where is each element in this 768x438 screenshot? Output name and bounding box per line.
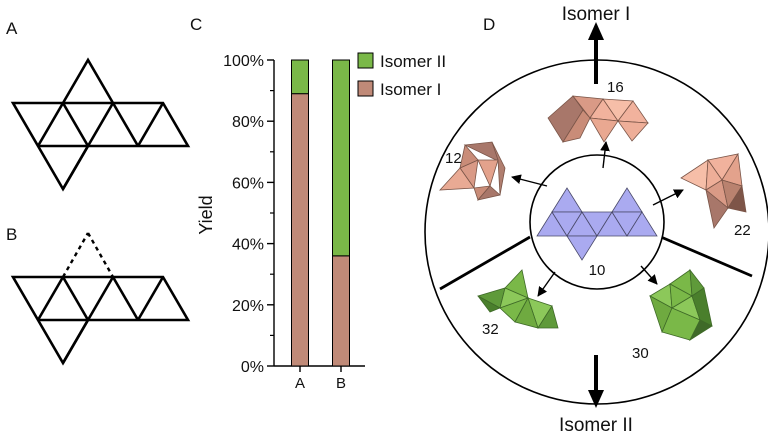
panel-a-net	[10, 57, 191, 192]
y-axis-label: Yield	[196, 195, 216, 234]
number-12: 12	[445, 150, 462, 167]
legend-swatch	[357, 52, 374, 69]
legend-swatch	[357, 80, 374, 97]
y-tick-label: 60%	[232, 175, 264, 192]
bar-isomer-i-a	[291, 93, 309, 367]
net-a-outline	[10, 57, 191, 192]
isomer-ii-title: Isomer II	[559, 415, 633, 436]
panel-b-label: B	[6, 225, 17, 244]
y-tick-label: 40%	[232, 237, 264, 254]
panel-b-net	[10, 275, 191, 366]
center-net	[536, 187, 658, 261]
legend-label: Isomer I	[380, 80, 441, 99]
number-16: 16	[607, 79, 624, 96]
arrow-to-22	[652, 189, 684, 206]
arrow-to-32	[537, 271, 556, 297]
structure-22	[680, 152, 747, 229]
panel-a-label: A	[6, 19, 18, 38]
x-tick-label: A	[295, 375, 305, 392]
bars	[291, 59, 350, 367]
divider-right	[653, 232, 753, 278]
number-32: 32	[482, 321, 499, 338]
arrow-to-16	[600, 141, 610, 169]
bar-isomer-ii-b	[332, 59, 350, 257]
panel-b-dashed-triangle	[61, 232, 115, 278]
y-tick-label: 0%	[241, 359, 264, 376]
structure-32	[476, 269, 559, 329]
divider-left	[439, 235, 531, 291]
bar-isomer-i-b	[332, 255, 350, 367]
isomer-diagram: 10 16	[424, 4, 768, 436]
chart-legend: Isomer II Isomer I	[357, 52, 446, 99]
arrow-isomer-ii-head	[588, 390, 604, 408]
bar-isomer-ii-a	[291, 59, 309, 95]
legend-label: Isomer II	[380, 52, 446, 71]
x-tick-label: B	[336, 375, 346, 392]
net-b-outline	[10, 275, 191, 366]
y-tick-label: 20%	[232, 298, 264, 315]
y-tick-label: 100%	[223, 53, 264, 70]
number-30: 30	[632, 345, 649, 362]
structure-12	[439, 141, 506, 201]
structure-16	[547, 95, 649, 143]
structure-30	[649, 268, 713, 342]
arrow-to-12	[511, 174, 548, 187]
panel-c-label: C	[190, 15, 202, 34]
center-number: 10	[589, 262, 606, 279]
arrow-isomer-i-head	[588, 22, 604, 40]
y-tick-label: 80%	[232, 114, 264, 131]
number-22: 22	[734, 222, 751, 239]
arrow-to-30	[640, 265, 658, 285]
isomer-i-title: Isomer I	[562, 4, 631, 25]
panel-d-label: D	[483, 15, 495, 34]
y-ticks: 0% 20% 40% 60% 80% 100%	[223, 53, 274, 376]
